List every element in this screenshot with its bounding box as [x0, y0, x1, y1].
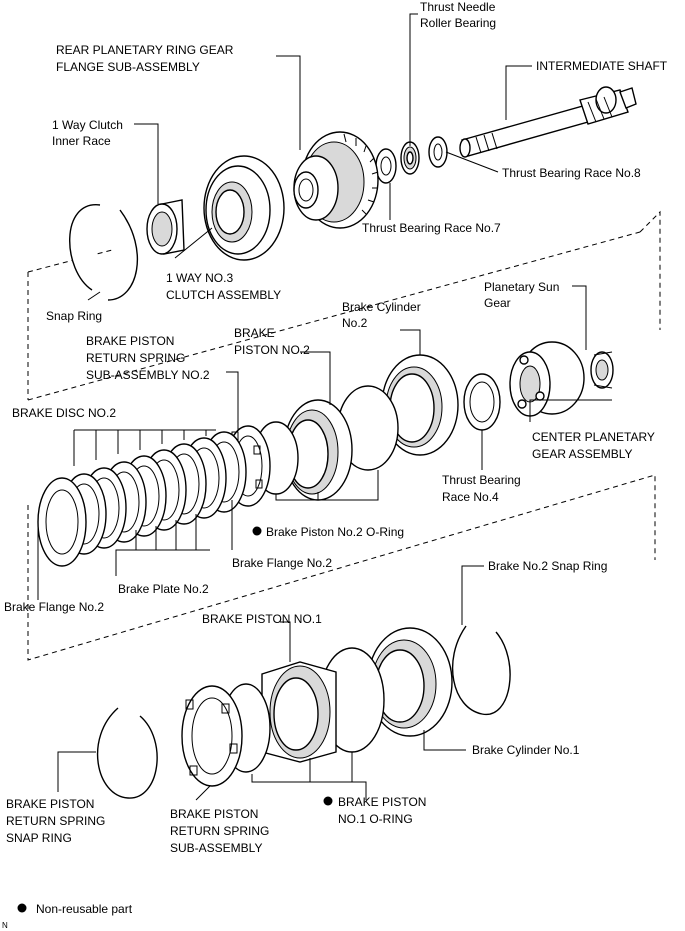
brake-no2-snap-ring: [451, 625, 511, 715]
non-reusable-marker-icon: [323, 796, 333, 806]
label-brake-cylinder-no2: Brake Cylinder No.2: [342, 300, 424, 330]
legend: Non-reusable part: [17, 902, 133, 916]
label-brake-piston-no2-o-ring: Brake Piston No.2 O-Ring: [266, 525, 404, 539]
label-one-way-clutch-inner-race: 1 Way Clutch Inner Race: [52, 118, 126, 148]
label-brake-piston-no1-o-ring: BRAKE PISTON NO.1 O-RING: [338, 795, 430, 826]
label-brake-flange-no2-mid: Brake Flange No.2: [232, 556, 332, 570]
upper-assembly-dashed-outline: [27, 210, 661, 401]
brake-piston-return-spring-snap-ring: [96, 707, 158, 799]
label-thrust-bearing-race-no8: Thrust Bearing Race No.8: [502, 166, 641, 180]
snap-ring: [69, 204, 139, 301]
label-brake-disc-no2: BRAKE DISC NO.2: [12, 406, 116, 420]
label-return-spring-sub-assembly: BRAKE PISTON RETURN SPRING SUB-ASSEMBLY: [170, 807, 273, 855]
thrust-bearing-race-no8: [428, 136, 448, 168]
label-snap-ring: Snap Ring: [46, 309, 102, 323]
label-brake-flange-no2-left: Brake Flange No.2: [4, 600, 104, 614]
non-reusable-marker-icon: [252, 526, 262, 536]
corner-mark: N: [2, 921, 8, 930]
label-rear-planetary-ring-gear-flange: REAR PLANETARY RING GEAR FLANGE SUB-ASSE…: [56, 43, 237, 74]
brake-flange-no2-left: [37, 477, 87, 567]
part-labels: Thrust Needle Roller Bearing REAR PLANET…: [4, 0, 668, 855]
label-thrust-bearing-race-no4: Thrust Bearing Race No.4: [442, 473, 524, 504]
brake-disc-plate-stack: [61, 431, 247, 555]
label-thrust-needle-roller-bearing: Thrust Needle Roller Bearing: [420, 0, 499, 30]
filled-circle-icon: [17, 903, 27, 913]
brake-piston-no2: [283, 399, 353, 501]
one-way-no3-clutch-assembly: [203, 155, 285, 261]
label-thrust-bearing-race-no7: Thrust Bearing Race No.7: [362, 221, 501, 235]
thrust-bearing-race-no4: [463, 373, 501, 431]
label-brake-plate-no2: Brake Plate No.2: [118, 582, 209, 596]
label-intermediate-shaft: INTERMEDIATE SHAFT: [536, 59, 668, 73]
lower-assembly-dashed-outline: [27, 474, 656, 661]
label-brake-cylinder-no1: Brake Cylinder No.1: [472, 743, 580, 757]
thrust-bearing-race-no7: [375, 148, 397, 184]
brake-piston-no1: [261, 661, 337, 763]
one-way-clutch-inner-race: [146, 199, 185, 255]
label-brake-piston-no1: BRAKE PISTON NO.1: [202, 612, 322, 626]
brake-piston-return-spring-sub-assembly: [181, 685, 243, 787]
label-return-spring-snap-ring: BRAKE PISTON RETURN SPRING SNAP RING: [6, 797, 109, 845]
brake-cylinder-no1: [367, 627, 453, 737]
thrust-needle-roller-bearing: [400, 141, 420, 175]
label-brake-piston-no2: BRAKE PISTON NO.2: [234, 326, 310, 357]
label-planetary-sun-gear: Planetary Sun Gear: [484, 280, 563, 310]
intermediate-shaft: [459, 86, 637, 158]
planetary-sun-gear: [590, 351, 614, 389]
brake-cylinder-no2: [381, 354, 459, 456]
label-brake-no2-snap-ring: Brake No.2 Snap Ring: [488, 559, 607, 573]
rear-planetary-ring-gear-flange: [293, 131, 379, 229]
label-center-planetary-gear: CENTER PLANETARY GEAR ASSEMBLY: [532, 430, 658, 461]
label-return-spring-no2: BRAKE PISTON RETURN SPRING SUB-ASSEMBLY …: [86, 334, 210, 382]
label-one-way-no3-clutch: 1 WAY NO.3 CLUTCH ASSEMBLY: [166, 271, 281, 302]
leader-lines: [37, 13, 612, 801]
legend-text: Non-reusable part: [36, 902, 133, 916]
center-planetary-gear-assembly: [509, 341, 585, 417]
